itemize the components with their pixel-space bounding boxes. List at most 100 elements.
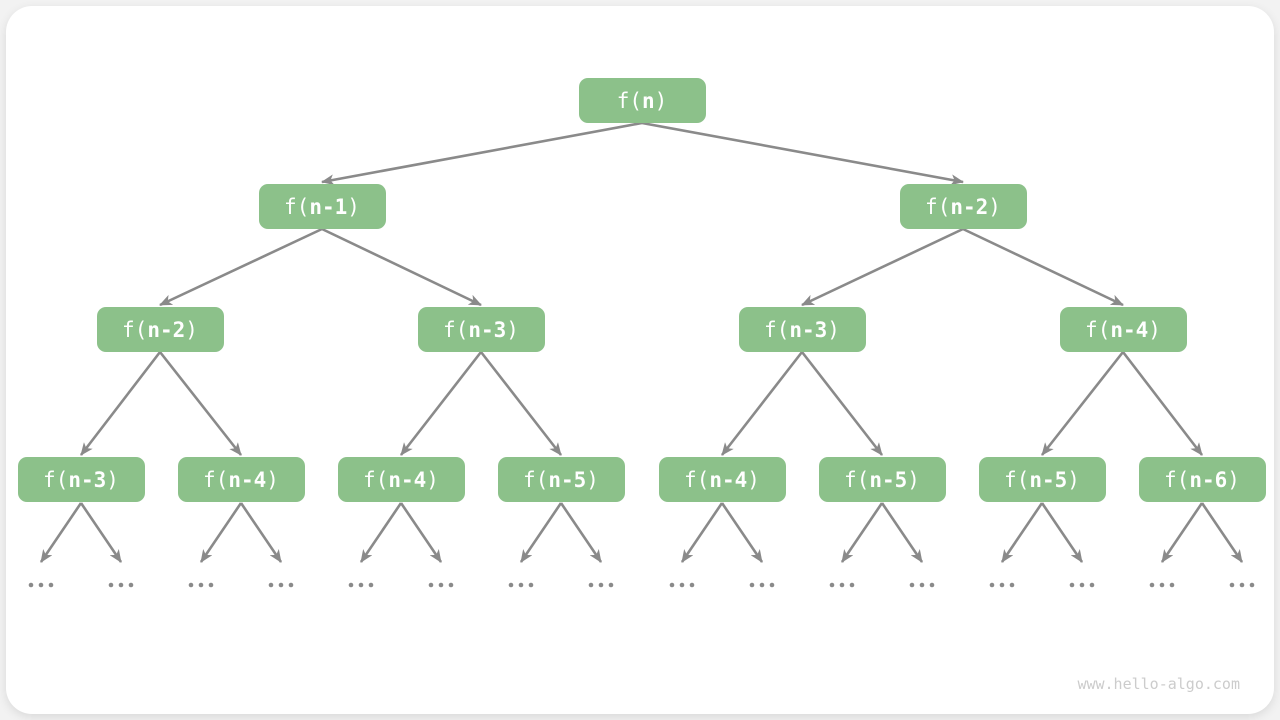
ellipsis-dot	[198, 582, 204, 588]
ellipsis-dot	[508, 582, 514, 588]
ellipsis-dot	[1239, 582, 1245, 588]
ellipsis-dot	[118, 582, 124, 588]
tree-arrow	[79, 351, 162, 456]
arrow-group	[39, 121, 1244, 563]
ellipsis-dot	[919, 582, 925, 588]
tree-arrow	[559, 502, 603, 563]
tree-arrow	[399, 351, 483, 456]
ellipsis-dot	[909, 582, 915, 588]
tree-arrow	[1200, 502, 1244, 563]
node-label-prefix: f(	[122, 317, 148, 342]
tree-arrow	[720, 502, 764, 563]
tree-arrow	[399, 502, 443, 563]
node-label-arg: n-3	[68, 467, 107, 492]
ellipsis-dot	[438, 582, 444, 588]
node-label-arg: n-3	[789, 317, 828, 342]
tree-node-f(n-5): f(n-5)	[497, 457, 625, 502]
ellipsis-dot	[769, 582, 775, 588]
ellipsis-dot	[208, 582, 214, 588]
tree-arrow	[641, 121, 964, 186]
ellipsis	[1149, 582, 1175, 588]
ellipsis	[669, 582, 695, 588]
ellipsis-dot	[1169, 582, 1175, 588]
ellipsis-dot	[358, 582, 364, 588]
ellipsis-dot	[608, 582, 614, 588]
tree-arrow	[39, 502, 83, 563]
tree-node-f(n-3): f(n-3)	[17, 457, 145, 502]
tree-node-f(n-2): f(n-2)	[899, 184, 1027, 229]
ellipsis-dot	[368, 582, 374, 588]
node-label-suffix: )	[988, 194, 1001, 219]
ellipsis	[829, 582, 855, 588]
ellipsis-dot	[849, 582, 855, 588]
ellipsis-dot	[518, 582, 524, 588]
node-label-arg: n-2	[147, 317, 186, 342]
ellipsis-dot	[759, 582, 765, 588]
node-label-suffix: )	[266, 467, 279, 492]
ellipsis	[108, 582, 134, 588]
ellipsis-dot	[598, 582, 604, 588]
node-label-suffix: )	[907, 467, 920, 492]
tree-arrow	[1000, 502, 1044, 563]
node-label-arg: n-5	[1029, 467, 1068, 492]
ellipsis-dot	[989, 582, 995, 588]
ellipsis-dot	[1079, 582, 1085, 588]
ellipsis-dot	[829, 582, 835, 588]
node-label-prefix: f(	[443, 317, 469, 342]
ellipsis	[428, 582, 454, 588]
ellipsis-dot	[588, 582, 594, 588]
node-label-arg: n-5	[548, 467, 587, 492]
tree-arrow	[880, 502, 924, 563]
tree-node-f(n-3): f(n-3)	[738, 307, 866, 352]
ellipsis-dot	[1009, 582, 1015, 588]
ellipsis-dot	[428, 582, 434, 588]
tree-arrow	[962, 227, 1124, 307]
node-label-arg: n-6	[1189, 467, 1228, 492]
ellipsis	[909, 582, 935, 588]
node-label-prefix: f(	[1164, 467, 1190, 492]
node-label-suffix: )	[654, 88, 668, 113]
ellipsis-dot	[528, 582, 534, 588]
ellipsis-dot	[288, 582, 294, 588]
node-label-arg: n-2	[950, 194, 989, 219]
ellipsis	[1069, 582, 1095, 588]
ellipsis-dot	[128, 582, 134, 588]
node-label-prefix: f(	[43, 467, 69, 492]
ellipsis-dot	[999, 582, 1005, 588]
ellipsis-dot	[268, 582, 274, 588]
ellipsis-dot	[689, 582, 695, 588]
node-label-suffix: )	[827, 317, 840, 342]
ellipsis-dot	[188, 582, 194, 588]
node-label-prefix: f(	[925, 194, 951, 219]
node-label-prefix: f(	[616, 88, 642, 113]
watermark: www.hello-algo.com	[1077, 675, 1240, 693]
node-label-suffix: )	[747, 467, 760, 492]
ellipsis-dot	[38, 582, 44, 588]
tree-node-f(n-6): f(n-6)	[1138, 457, 1266, 502]
tree-arrow	[79, 502, 123, 563]
node-label-arg: n-1	[309, 194, 348, 219]
node-label-prefix: f(	[1004, 467, 1030, 492]
ellipsis	[188, 582, 214, 588]
tree-arrow	[359, 502, 403, 563]
tree-arrow	[720, 351, 804, 456]
tree-node-f(n-5): f(n-5)	[978, 457, 1106, 502]
ellipsis-dot	[1069, 582, 1075, 588]
ellipsis-dot	[1159, 582, 1165, 588]
ellipsis-dot	[28, 582, 34, 588]
node-label-suffix: )	[586, 467, 599, 492]
node-label-suffix: )	[426, 467, 439, 492]
node-label-prefix: f(	[1085, 317, 1111, 342]
ellipsis	[989, 582, 1015, 588]
tree-arrow	[199, 502, 243, 563]
tree-arrow	[321, 121, 643, 186]
node-label-prefix: f(	[684, 467, 710, 492]
ellipsis-dot	[1149, 582, 1155, 588]
ellipsis	[348, 582, 374, 588]
tree-arrow	[159, 227, 323, 307]
ellipsis	[268, 582, 294, 588]
ellipsis-dot	[1089, 582, 1095, 588]
ellipsis-dot	[679, 582, 685, 588]
ellipsis-dot	[348, 582, 354, 588]
